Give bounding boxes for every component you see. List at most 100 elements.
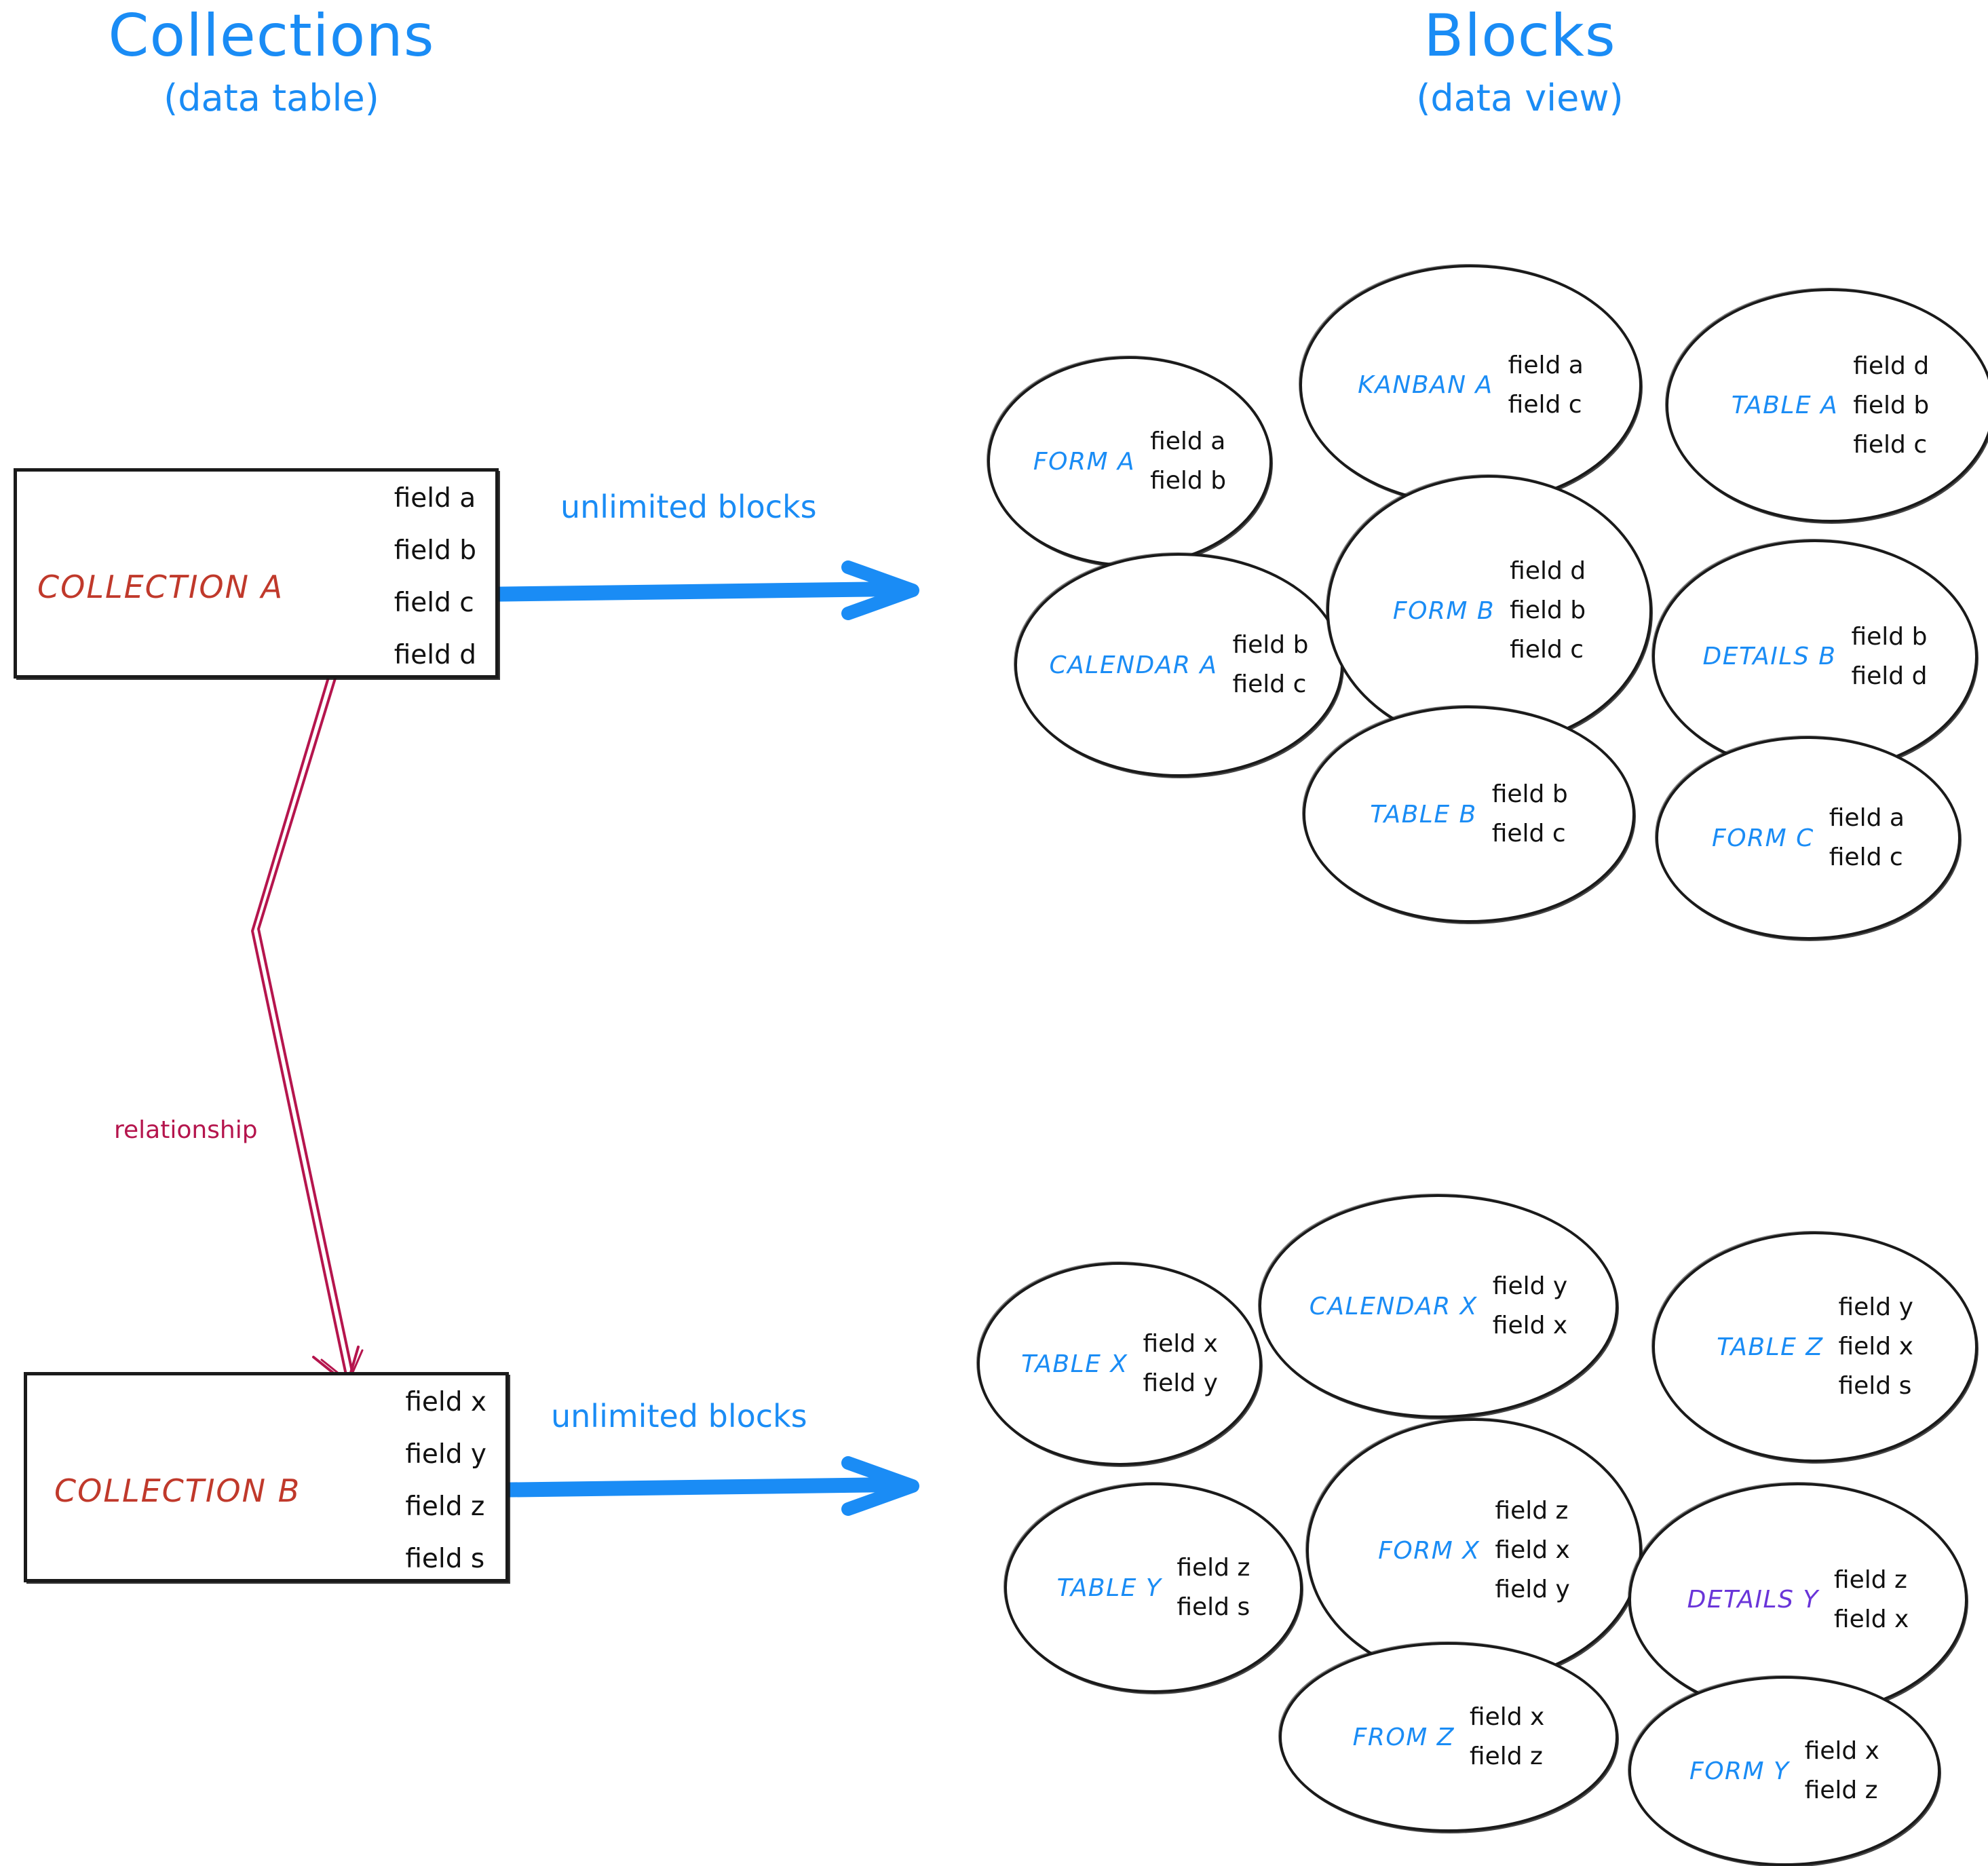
field-item: field b [1851, 622, 1928, 651]
block-label: TABLE B [1370, 800, 1477, 829]
field-item: field x [405, 1387, 486, 1417]
field-item: field d [1851, 662, 1928, 690]
block-form-c[interactable]: FORM C field a field c [1656, 736, 1961, 940]
block-details-b[interactable]: DETAILS B field b field d [1652, 539, 1978, 774]
block-fields: field a field b [1150, 422, 1226, 501]
field-item: field a [1508, 351, 1584, 379]
field-item: field b [1491, 780, 1568, 808]
block-label: FORM C [1712, 824, 1814, 852]
block-label: FORM A [1033, 447, 1136, 476]
field-item: field x [1143, 1330, 1218, 1358]
field-item: field c [1508, 390, 1582, 419]
block-label: DETAILS B [1702, 643, 1837, 670]
field-item: field c [1829, 843, 1903, 871]
field-item: field b [1853, 391, 1930, 419]
field-item: field s [405, 1544, 485, 1574]
collections-subtitle: (data table) [164, 77, 379, 119]
collection-box-a[interactable]: field a field b field c field d [14, 468, 499, 679]
page-title-collections: Collections (data table) [0, 7, 543, 117]
field-item: field c [1232, 670, 1307, 698]
field-item: field z [1177, 1554, 1250, 1582]
block-fields: field x field z [1805, 1732, 1879, 1810]
collection-b-name: COLLECTION B [54, 1472, 301, 1509]
blocks-title: Blocks [1423, 2, 1616, 70]
block-label: DETAILS Y [1687, 1586, 1819, 1614]
block-fields: field b field d [1851, 617, 1927, 696]
field-item: field s [1838, 1372, 1912, 1400]
block-label: TABLE X [1021, 1350, 1128, 1378]
field-item: field b [1232, 631, 1309, 659]
field-item: field x [1492, 1312, 1568, 1339]
field-item: field x [1469, 1703, 1545, 1731]
block-fields: field b field c [1232, 626, 1308, 704]
field-item: field c [394, 588, 474, 618]
block-fields: field a field c [1829, 799, 1905, 877]
field-item: field x [1833, 1605, 1909, 1633]
collection-a-name: COLLECTION A [37, 569, 284, 605]
block-label: FORM B [1392, 596, 1495, 625]
field-item: field d [1510, 557, 1586, 585]
page-title-blocks: Blocks (data view) [1248, 7, 1791, 117]
block-form-y[interactable]: FORM Y field x field z [1628, 1676, 1941, 1866]
block-form-x[interactable]: FORM X field z field x field y [1306, 1418, 1642, 1683]
block-fields: field y field x [1493, 1267, 1567, 1346]
blocks-subtitle: (data view) [1416, 77, 1624, 119]
block-table-y[interactable]: TABLE Y field z field s [1004, 1483, 1303, 1693]
field-item: field y [1143, 1369, 1218, 1397]
block-fields: field a field c [1508, 346, 1584, 425]
block-table-z[interactable]: TABLE Z field y field x field s [1652, 1232, 1978, 1462]
block-from-z[interactable]: FROM Z field x field z [1279, 1642, 1618, 1832]
field-item: field y [405, 1439, 486, 1470]
field-item: field x [1804, 1737, 1879, 1765]
block-label: FROM Z [1352, 1723, 1455, 1751]
relationship-connector [251, 671, 364, 1386]
field-item: field b [1150, 467, 1227, 495]
field-item: field b [1510, 596, 1586, 624]
block-fields: field z field s [1177, 1548, 1250, 1627]
diagram-canvas: Collections (data table) Blocks (data vi… [0, 7, 1988, 1866]
block-form-b[interactable]: FORM B field d field b field c [1326, 475, 1652, 746]
collection-b-fields: field x field y field z field s [405, 1389, 486, 1598]
block-fields: field z field x [1834, 1561, 1909, 1639]
field-item: field d [1853, 351, 1930, 380]
field-item: field d [394, 640, 476, 670]
arrow-label-unlimited-blocks-top: unlimited blocks [560, 489, 817, 525]
block-fields: field b field c [1492, 775, 1568, 854]
block-form-a[interactable]: FORM A field a field b [987, 356, 1272, 567]
field-item: field c [1491, 820, 1566, 848]
block-label: TABLE Y [1056, 1574, 1162, 1602]
block-label: CALENDAR X [1309, 1292, 1478, 1320]
unlimited-blocks-arrow-top [472, 560, 919, 620]
block-label: TABLE A [1731, 392, 1839, 419]
field-item: field a [1150, 427, 1226, 455]
field-item: field a [1829, 804, 1905, 832]
block-label: CALENDAR A [1049, 651, 1218, 679]
unlimited-blocks-arrow-bottom [481, 1456, 919, 1516]
block-fields: field z field x field y [1495, 1491, 1569, 1610]
block-kanban-a[interactable]: KANBAN A field a field c [1299, 265, 1642, 506]
block-calendar-a[interactable]: CALENDAR A field b field c [1014, 553, 1343, 777]
field-item: field c [1510, 636, 1584, 664]
collection-box-b[interactable]: field x field y field z field s [24, 1372, 509, 1582]
field-item: field z [1495, 1497, 1569, 1525]
block-calendar-x[interactable]: CALENDAR X field y field x [1259, 1194, 1618, 1418]
block-table-b[interactable]: TABLE B field b field c [1303, 706, 1635, 923]
field-item: field s [1177, 1593, 1250, 1621]
block-fields: field y field x field s [1838, 1288, 1913, 1406]
block-table-x[interactable]: TABLE X field x field y [977, 1262, 1262, 1466]
field-item: field x [1495, 1536, 1570, 1564]
connectors-layer [251, 560, 919, 1516]
block-label: TABLE Z [1717, 1333, 1824, 1361]
block-fields: field d field b field c [1510, 552, 1586, 670]
block-label: FORM Y [1689, 1757, 1790, 1785]
field-item: field z [1804, 1776, 1878, 1804]
block-fields: field d field b field c [1853, 347, 1929, 465]
collection-a-fields: field a field b field c field d [394, 485, 476, 694]
collections-title: Collections [108, 2, 435, 70]
arrow-label-unlimited-blocks-bottom: unlimited blocks [551, 1398, 807, 1434]
block-table-a[interactable]: TABLE A field d field b field c [1666, 288, 1988, 522]
field-item: field a [394, 483, 476, 514]
block-label: KANBAN A [1358, 371, 1493, 399]
block-fields: field x field y [1143, 1325, 1217, 1403]
field-item: field y [1495, 1576, 1570, 1603]
